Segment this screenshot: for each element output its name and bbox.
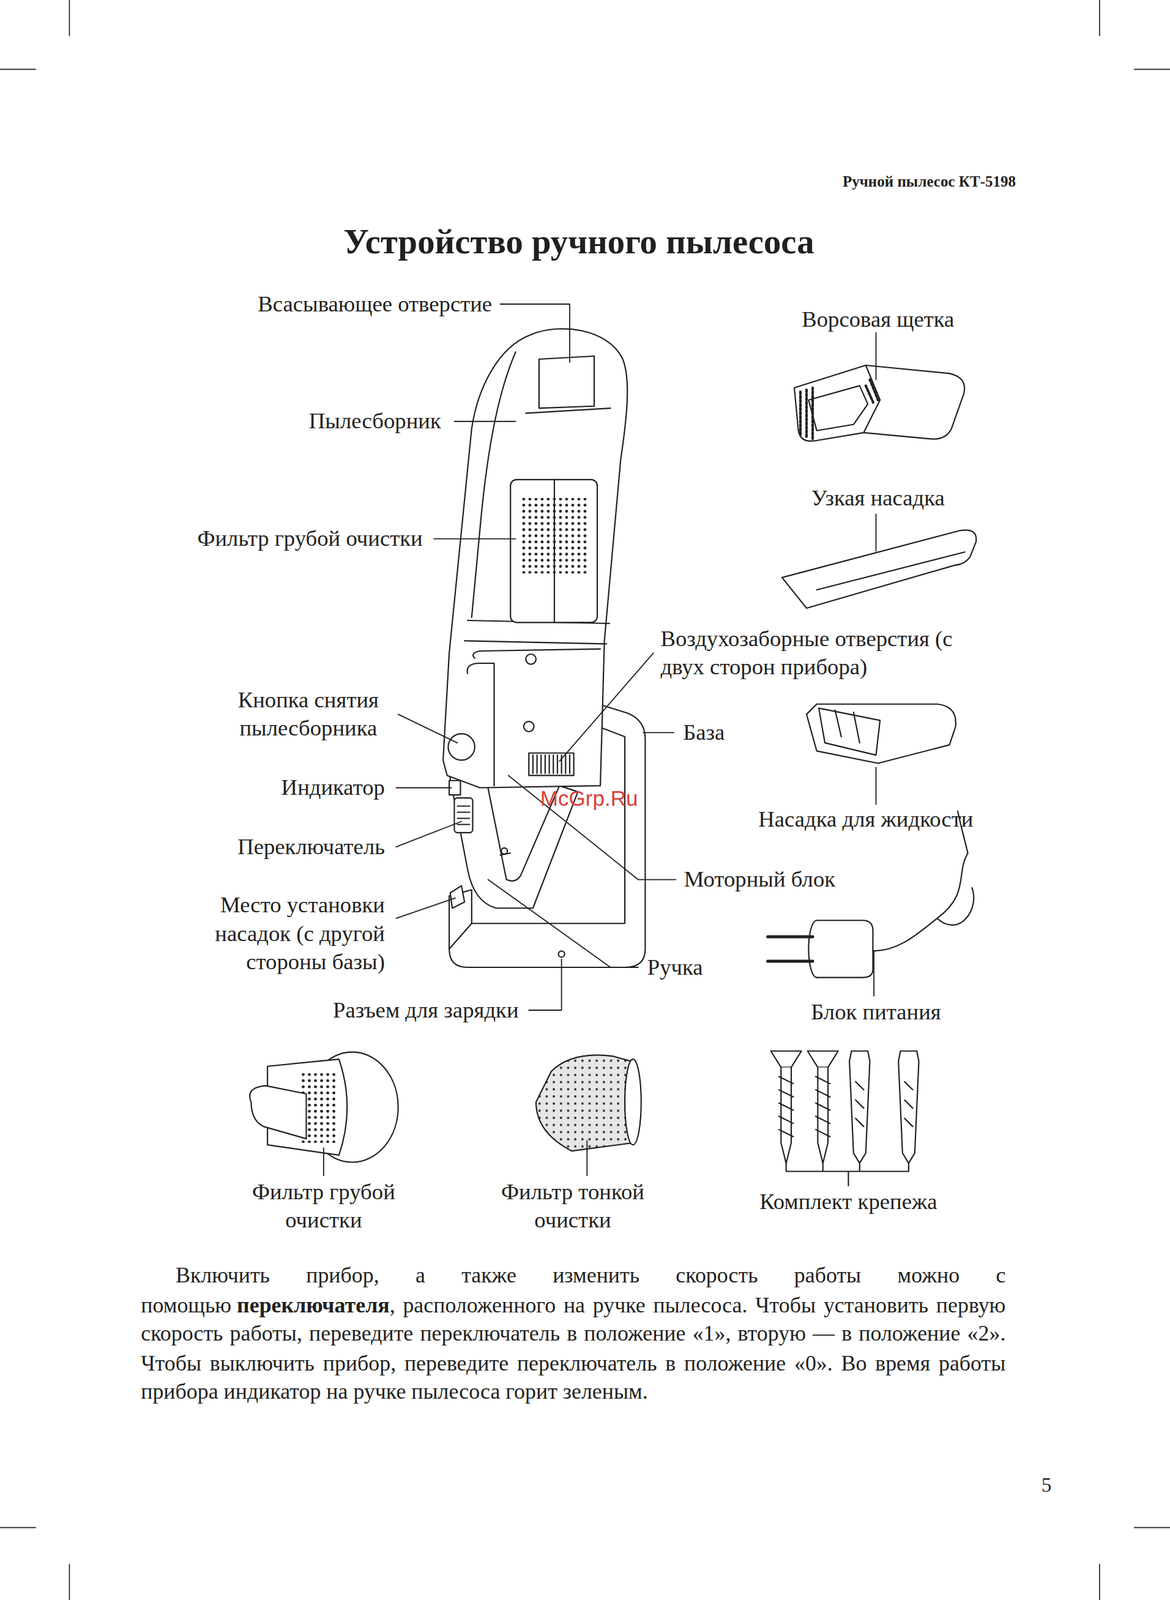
leader-lines [323, 304, 877, 1176]
accessory-label: Комплект крепежа [644, 1187, 1053, 1217]
bold-term: переключателя [236, 1292, 390, 1317]
part-label: Всасывающее отверстие [257, 290, 492, 319]
part-label: Кнопка снятия пылесборника [211, 685, 406, 743]
part-label: Переключатель [237, 832, 385, 862]
power-adapter [767, 811, 975, 978]
liquid-nozzle [806, 704, 956, 764]
watermark: McGrp.Ru [384, 784, 794, 814]
accessory-label: Насадка для жидкости [661, 805, 1070, 835]
part-label: Пылесборник [309, 406, 442, 436]
fastener-kit [771, 1051, 920, 1186]
part-label: Фильтр грубой очистки [197, 524, 423, 554]
page-title: Устройство ручного пылесоса [119, 220, 1039, 264]
vacuum-body [443, 328, 628, 833]
accessory-label: Фильтр тонкой очистки [485, 1177, 660, 1235]
part-label: Место установки насадок (с другой сторон… [180, 890, 385, 977]
part-label: Воздухозаборные отверстия (с двух сторон… [660, 624, 972, 682]
part-label: Разъем для зарядки [332, 996, 519, 1025]
part-label: Индикатор [281, 773, 385, 803]
accessory-label: Ворсовая щетка [673, 305, 1082, 335]
coarse-filter [249, 1051, 399, 1163]
bristle-brush [794, 365, 965, 442]
part-label: Моторный блок [684, 865, 836, 895]
accessory-label: Блок питания [671, 998, 1081, 1027]
part-label: Ручка [647, 953, 704, 983]
fine-filter [536, 1054, 642, 1152]
crevice-nozzle [782, 529, 977, 609]
part-label: База [682, 718, 725, 748]
page-number: 5 [1041, 1470, 1052, 1500]
body-paragraph: Включить прибор, а также изменить скорос… [140, 1261, 1006, 1407]
accessory-label: Фильтр грубой очистки [236, 1177, 411, 1235]
accessory-label: Узкая насадка [673, 483, 1082, 513]
running-header: Ручной пылесос КТ-5198 [842, 171, 1016, 192]
